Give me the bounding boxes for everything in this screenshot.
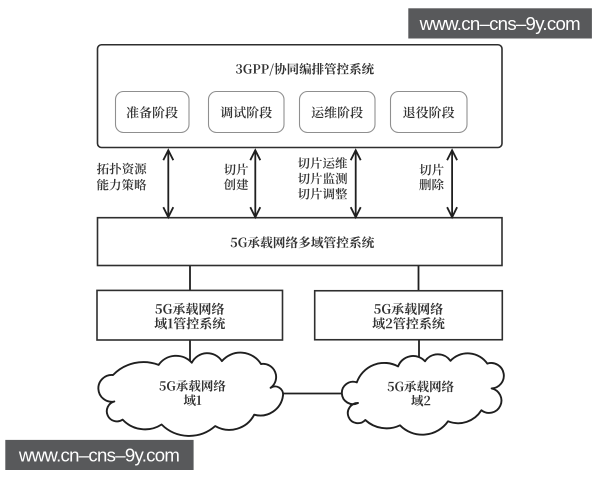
- svg-text:www.cn–cns–9y.com: www.cn–cns–9y.com: [419, 13, 581, 34]
- svg-text:www.cn–cns–9y.com: www.cn–cns–9y.com: [18, 445, 180, 466]
